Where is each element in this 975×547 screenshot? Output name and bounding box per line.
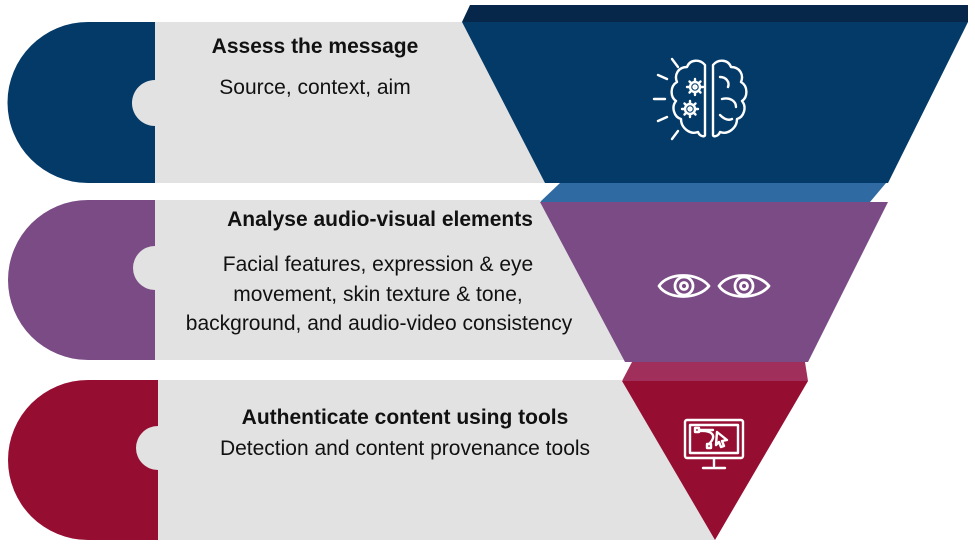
step-3-cap <box>8 380 160 540</box>
step-2-title: Analyse audio-visual elements <box>227 208 533 231</box>
step-3-description: Detection and content provenance tools <box>219 437 591 460</box>
step-2-description-line-1: Facial features, expression & eye <box>222 253 534 276</box>
step-2-description-line-3: background, and audio-video consistency <box>185 312 573 335</box>
step-1-panel <box>132 22 545 183</box>
step-3-panel <box>136 380 715 540</box>
step-2-description-line-2: movement, skin texture & tone, <box>233 283 523 306</box>
step-1-funnel-band <box>462 22 968 183</box>
band-1-top-strip <box>462 5 968 22</box>
step-2-cap <box>8 200 160 360</box>
step-3-title: Authenticate content using tools <box>241 406 569 429</box>
brain-gears-icon <box>652 57 748 141</box>
eyes-icon <box>657 274 771 298</box>
step-1-cap <box>7 22 161 183</box>
step-2-panel <box>133 200 625 360</box>
band-3-top-strip <box>622 362 808 381</box>
monitor-vector-icon <box>683 418 745 470</box>
step-2-funnel-band <box>540 202 888 362</box>
step-1-title: Assess the message <box>211 35 419 58</box>
step-1-description: Source, context, aim <box>219 76 411 99</box>
band-2-top-strip <box>540 183 886 202</box>
